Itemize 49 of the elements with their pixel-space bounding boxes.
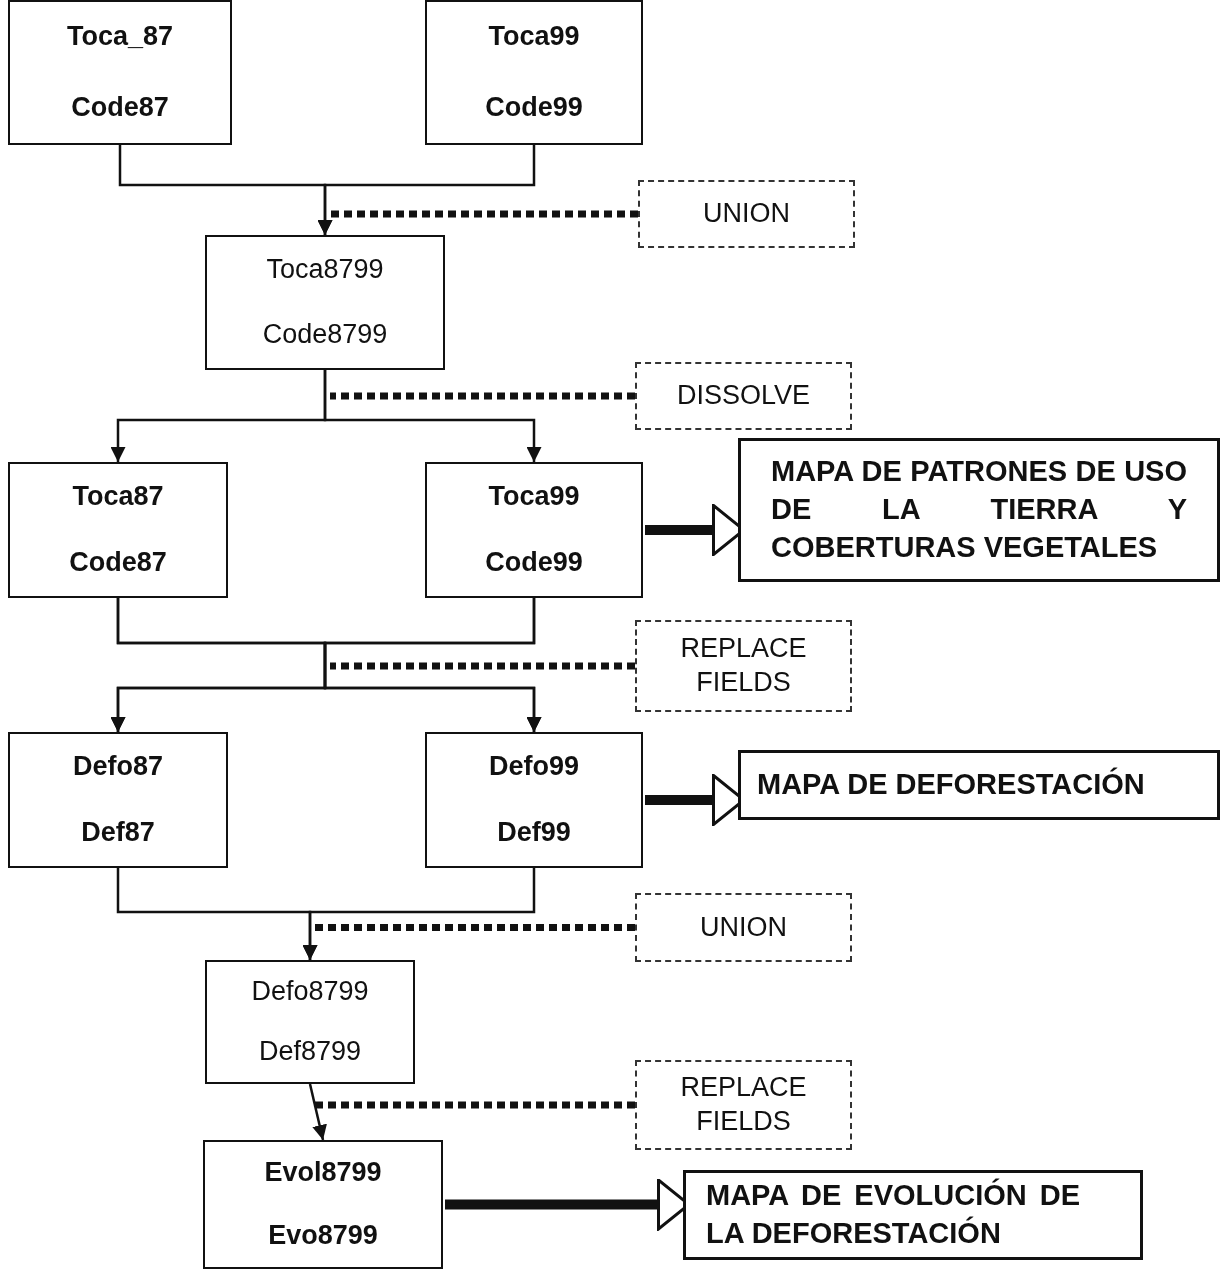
process-box	[8, 732, 228, 868]
layer-label: Code87	[69, 546, 167, 580]
arrow	[323, 370, 542, 462]
operation-box	[638, 180, 855, 248]
output-box	[683, 1170, 1143, 1260]
arrow	[323, 598, 542, 732]
operation-box	[635, 362, 852, 430]
arrow	[317, 145, 536, 235]
process-box	[8, 0, 232, 145]
layer-label: Def8799	[258, 1035, 362, 1069]
arrow	[302, 868, 536, 960]
process-box	[8, 462, 228, 598]
layer-label: Def99	[497, 816, 571, 850]
operation-box	[635, 893, 852, 962]
layer-label: Evol8799	[264, 1156, 382, 1190]
process-box	[425, 462, 643, 598]
operation-label: REPLACE FIELDS	[679, 1071, 808, 1138]
layer-label: Toca87	[72, 480, 164, 514]
layer-label: Code8799	[262, 318, 388, 352]
layer-label: Code99	[485, 90, 583, 124]
operation-label: DISSOLVE	[676, 379, 811, 413]
arrow	[308, 1083, 327, 1141]
layer-label: Code99	[485, 546, 583, 580]
process-box	[205, 235, 445, 370]
process-box	[425, 0, 643, 145]
operation-box	[635, 1060, 852, 1150]
layer-label: Defo8799	[251, 975, 369, 1009]
operation-box	[635, 620, 852, 712]
layer-label: Defo87	[73, 750, 163, 784]
layer-label: Toca8799	[266, 252, 384, 286]
layer-label: Code87	[71, 90, 169, 124]
layer-label: Def87	[81, 816, 155, 850]
operation-label: REPLACE FIELDS	[679, 632, 808, 699]
layer-label: Evo8799	[268, 1218, 378, 1252]
process-box	[205, 960, 415, 1084]
dotted-connector	[330, 210, 638, 218]
output-label: MAPA DE DEFORESTACIÓN	[757, 766, 1146, 803]
operation-label: UNION	[700, 910, 787, 944]
output-box	[738, 750, 1220, 820]
layer-label: Toca99	[488, 480, 580, 514]
output-label: MAPA DE PATRONES DE USO DE LA TIERRA Y COBERTURAS VEGETALES	[771, 454, 1187, 565]
output-box	[738, 438, 1220, 582]
process-box	[425, 732, 643, 868]
process-box	[203, 1140, 443, 1269]
layer-label: Toca_87	[66, 20, 174, 54]
output-label: MAPA DE EVOLUCIÓN DE LA DEFORESTACIÓN	[706, 1177, 1080, 1251]
layer-label: Defo99	[489, 750, 579, 784]
layer-label: Toca99	[488, 20, 580, 54]
operation-label: UNION	[703, 197, 790, 231]
